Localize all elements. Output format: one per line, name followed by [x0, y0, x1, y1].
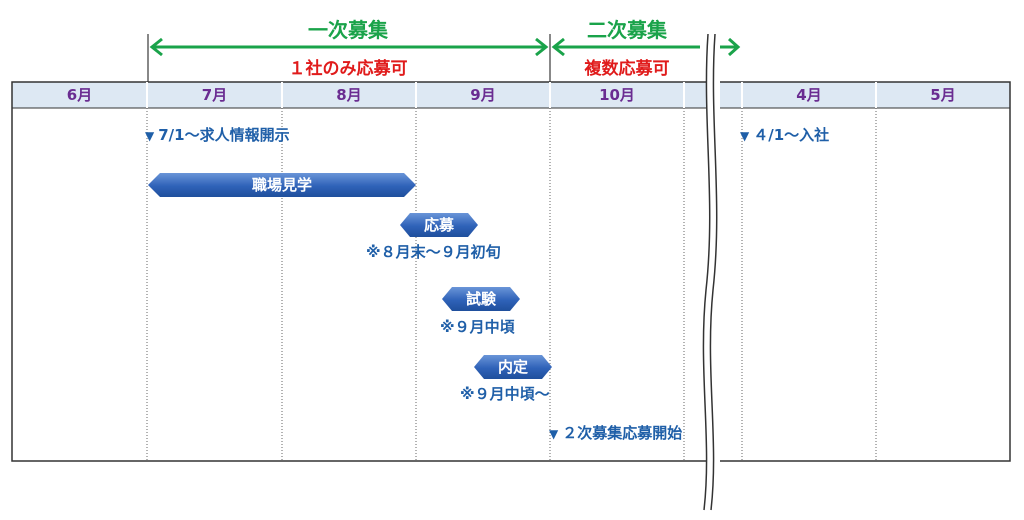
- exam-shape: [442, 287, 520, 311]
- apply-label: 応募: [423, 216, 454, 234]
- month-header-band-right: [718, 82, 1010, 108]
- month-label-apr: 4月: [796, 86, 822, 104]
- month-label-oct: 10月: [599, 86, 635, 104]
- month-header-band-left: [12, 82, 708, 108]
- break-line-right: [709, 33, 718, 511]
- first-phase-arrow: [149, 37, 549, 57]
- break-line-left: [702, 33, 711, 511]
- down-triangle-icon: ▼: [549, 427, 559, 441]
- first-phase-title: 一次募集: [308, 18, 388, 42]
- month-label-jul: 7月: [201, 86, 228, 104]
- down-triangle-icon: ▼: [740, 129, 750, 143]
- second-start-text: ２次募集応募開始: [562, 424, 683, 442]
- joining-event: ▼４/1～入社: [740, 124, 829, 145]
- second-start-event: ▼２次募集応募開始: [549, 422, 682, 443]
- first-phase-subtitle: １社のみ応募可: [288, 59, 408, 79]
- month-label-sep: 9月: [470, 86, 496, 104]
- down-triangle-icon: ▼: [145, 129, 155, 143]
- job-info-text: 7/1～求人情報開示: [158, 126, 290, 144]
- second-phase-title: 二次募集: [587, 18, 667, 42]
- offer-label: 内定: [497, 358, 528, 376]
- second-phase-subtitle: 複数応募可: [584, 59, 670, 79]
- apply-shape: [400, 213, 478, 237]
- joining-text: ４/1～入社: [753, 126, 830, 144]
- exam-label: 試験: [465, 290, 496, 308]
- visit-shape: [148, 173, 416, 197]
- job-info-event: ▼7/1～求人情報開示: [145, 124, 290, 145]
- apply-note: ※８月末～９月初旬: [366, 243, 501, 261]
- visit-label: 職場見学: [251, 176, 312, 194]
- exam-note: ※９月中頃: [440, 318, 515, 336]
- second-phase-arrow: [551, 37, 741, 57]
- month-label-may: 5月: [930, 86, 956, 104]
- offer-note: ※９月中頃～: [460, 385, 550, 403]
- month-label-aug: 8月: [336, 86, 362, 104]
- month-label-jun: 6月: [66, 86, 93, 104]
- offer-shape: [474, 355, 552, 379]
- timeline-frame-left: [11, 81, 709, 462]
